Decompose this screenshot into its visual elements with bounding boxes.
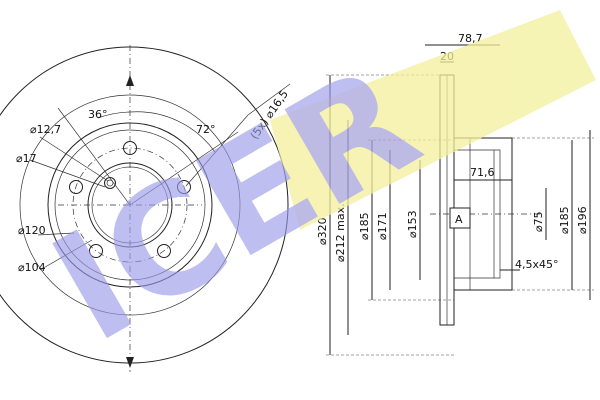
bore-leader	[39, 239, 93, 271]
d75-label: ⌀75	[532, 211, 545, 232]
angle-36-label: 36°	[88, 108, 108, 121]
hole-2-label: ⌀17	[16, 152, 37, 165]
hole-leader-1	[39, 136, 109, 182]
center-bore-label: ⌀104	[18, 261, 46, 274]
angle-arc-36	[97, 111, 131, 119]
hole-leader-2	[29, 159, 106, 188]
hat-depth-label: 71,6	[470, 166, 495, 179]
outer-diameter-label: ⌀320	[316, 217, 329, 245]
bolt-hole	[69, 180, 83, 194]
angle-leader-36	[57, 107, 131, 206]
d153-label: ⌀153	[406, 210, 419, 238]
hole-1-label: ⌀12,7	[30, 123, 61, 136]
d185-left-label: ⌀185	[358, 212, 371, 240]
pcd-label: ⌀120	[18, 224, 46, 237]
d185-right-label: ⌀185	[558, 206, 571, 234]
angle-leader-72	[129, 131, 239, 206]
angle-arc-72	[129, 111, 216, 153]
watermark-yellow-band	[270, 10, 596, 230]
bottom-arrow	[126, 357, 134, 368]
bolt-hole	[89, 244, 103, 258]
locating-hole-inner	[106, 179, 114, 187]
section-marker-box	[449, 207, 471, 229]
watermark-text: ICER	[26, 34, 445, 377]
friction-ring-label: ⌀212 max.	[334, 203, 347, 262]
bolt-hole	[157, 244, 171, 258]
angle-72-label: 72°	[196, 123, 216, 136]
stud-leader-tail	[247, 83, 291, 116]
d171-label: ⌀171	[376, 212, 389, 240]
d196-label: ⌀196	[576, 206, 589, 234]
bolt-hole	[177, 180, 191, 194]
top-arrow	[126, 75, 134, 86]
stud-leader	[185, 114, 249, 187]
icer-watermark: ICER	[26, 10, 596, 376]
pcd-leader	[37, 232, 75, 236]
chamfer-label: 4,5x45°	[515, 258, 559, 271]
section-marker-label: A	[455, 213, 463, 226]
